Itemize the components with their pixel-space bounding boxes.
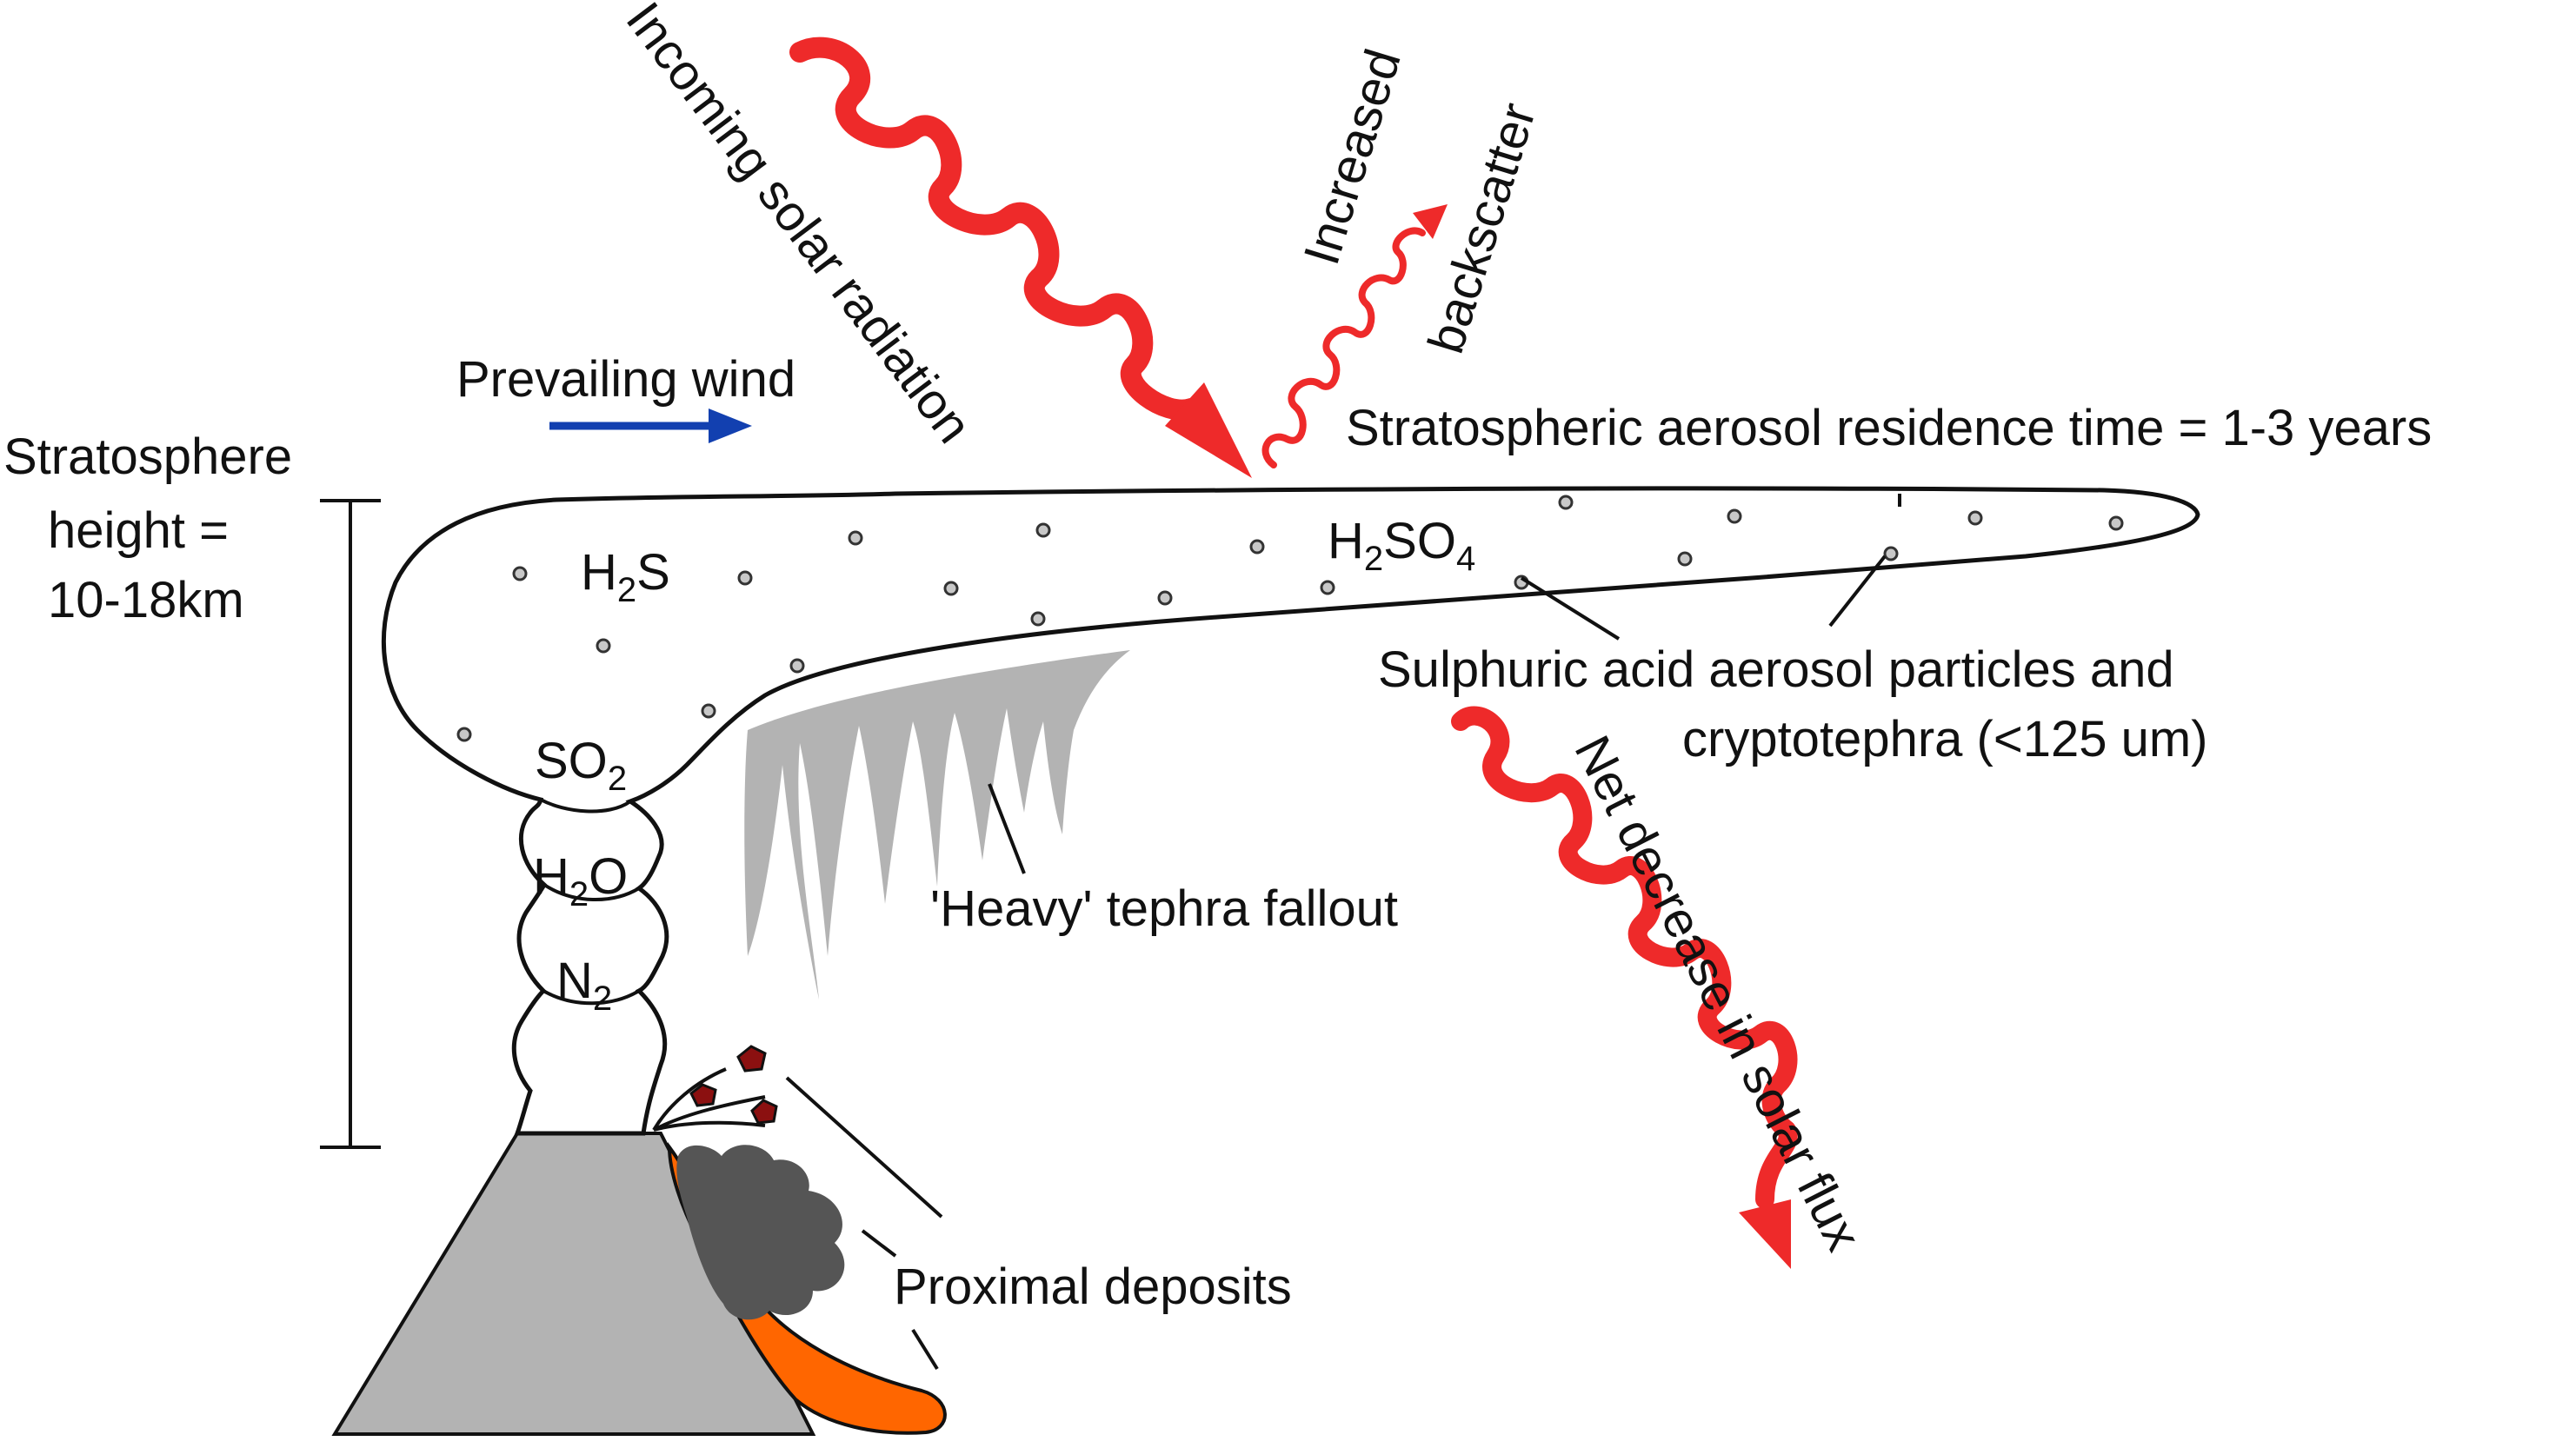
- particle: [1320, 580, 1335, 595]
- proximal-ash-cloud: [676, 1145, 845, 1320]
- proximal-deposits-label: Proximal deposits: [894, 1259, 1292, 1315]
- formula-h2o: H2O: [533, 848, 628, 913]
- sulphuric-label-line2: cryptotephra (<125 um): [1682, 711, 2207, 767]
- stratosphere-label-line1: Stratosphere: [3, 428, 292, 485]
- backscatter-arrow: [1261, 204, 1448, 468]
- leader-ballistic: [785, 1076, 943, 1219]
- particle: [701, 703, 716, 719]
- leader-tephra: [988, 783, 1026, 874]
- particle: [1883, 546, 1899, 561]
- residence-time-label: Stratospheric aerosol residence time = 1…: [1346, 400, 2432, 456]
- eruption-plume: [381, 486, 2200, 1136]
- particle: [1249, 539, 1265, 555]
- leader-ash: [861, 1229, 897, 1258]
- particle: [943, 581, 959, 596]
- sulphuric-label-line1: Sulphuric acid aerosol particles and: [1378, 641, 2174, 698]
- tephra-fallout-streaks: [744, 650, 1130, 1000]
- stratosphere-height-bracket: [320, 499, 381, 1149]
- leader-lines: [785, 494, 1901, 1371]
- particle: [1967, 510, 1983, 526]
- fallout-curtain: [744, 650, 1130, 1000]
- particle: [596, 638, 611, 654]
- plume-stem-twists: [540, 798, 641, 1006]
- prevailing-wind-arrow: [549, 408, 752, 443]
- particle: [512, 566, 528, 581]
- net-decrease-arrow: [1451, 706, 1798, 1269]
- particle: [1157, 590, 1173, 606]
- bomb-1: [736, 1045, 767, 1073]
- formula-so2: SO2: [535, 733, 627, 798]
- leader-particle: [1828, 555, 1887, 628]
- particle: [848, 530, 863, 546]
- particle: [1035, 522, 1051, 538]
- formula-h2so4: H2SO4: [1328, 513, 1475, 578]
- heavy-tephra-label: 'Heavy' tephra fallout: [930, 880, 1398, 937]
- increased-label: Increased: [1293, 43, 1412, 271]
- particle: [1727, 508, 1742, 524]
- particle: [1677, 551, 1693, 567]
- bomb-2: [689, 1083, 717, 1107]
- prevailing-wind-label: Prevailing wind: [456, 351, 795, 408]
- leader-h2so4: [1520, 576, 1621, 641]
- particle: [789, 658, 805, 674]
- aerosol-particles: [456, 495, 2124, 742]
- bomb-3: [750, 1099, 778, 1125]
- leader-lava: [911, 1328, 939, 1371]
- particle: [737, 570, 753, 586]
- formula-n2: N2: [556, 953, 612, 1018]
- incoming-radiation-arrow: [789, 37, 1252, 478]
- particle: [456, 727, 472, 742]
- formula-h2s: H2S: [581, 544, 670, 609]
- stratosphere-label-line2: height =: [48, 502, 229, 559]
- stratosphere-label-line3: 10-18km: [48, 572, 244, 628]
- particle: [1558, 495, 1574, 510]
- particle: [2108, 515, 2124, 531]
- volcanic-bombs: [689, 1045, 778, 1125]
- particle: [1030, 611, 1046, 627]
- net-decrease-label: Net decrease in solar flux: [1563, 727, 1872, 1259]
- ballistic-trajectories: [652, 1067, 766, 1132]
